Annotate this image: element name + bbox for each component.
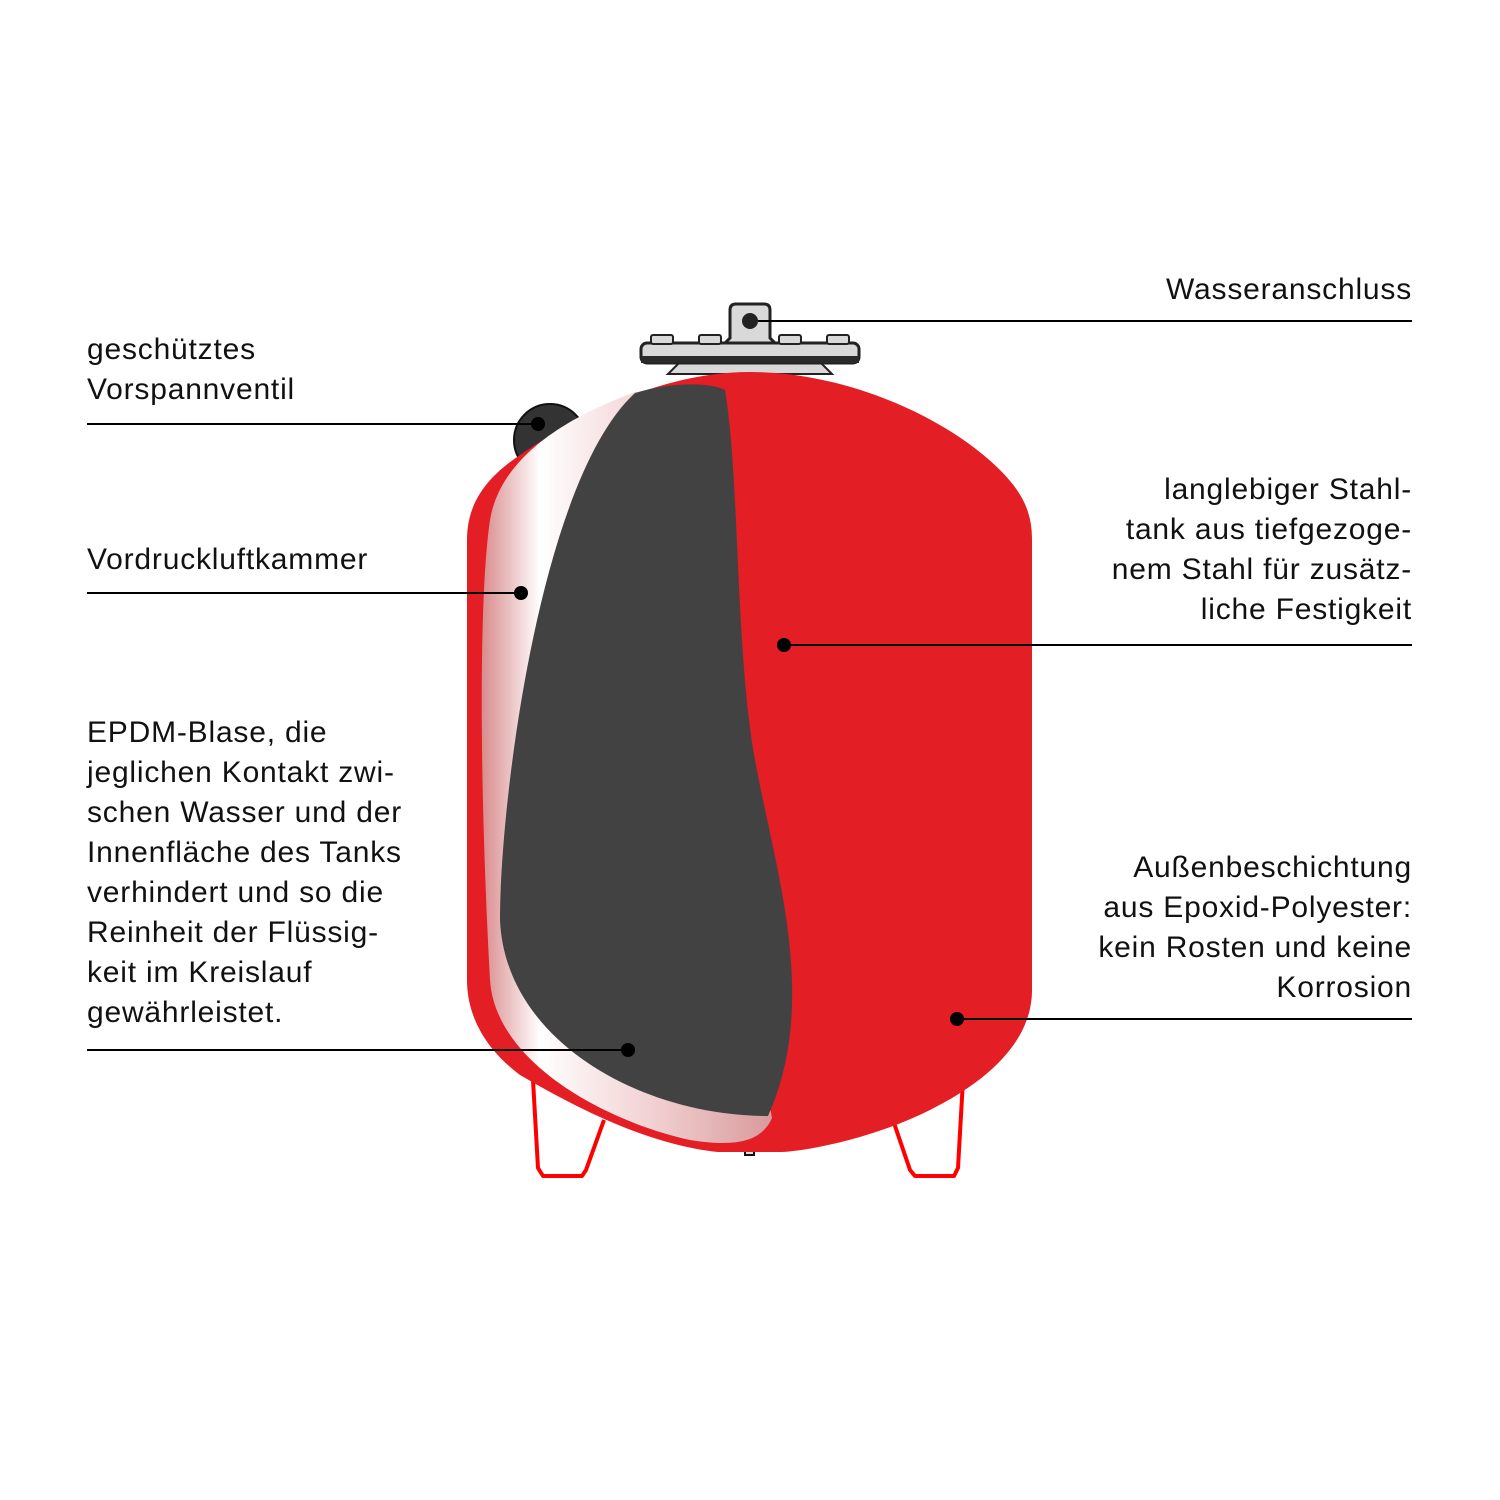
label-line: Außenbeschichtung [1133, 851, 1412, 884]
label-steel-tank: langlebiger Stahl-tank aus tiefgezoge-ne… [1112, 470, 1412, 630]
right-leg [891, 1079, 965, 1178]
label-line: Wasseranschluss [1166, 273, 1412, 306]
label-line: EPDM-Blase, die [87, 716, 328, 749]
label-coating: Außenbeschichtung aus Epoxid-Polyester: ke… [1098, 848, 1412, 1008]
label-line: Reinheit der Flüssig- [87, 916, 379, 949]
label-line: Korrosion [1276, 971, 1412, 1004]
label-line: langlebiger Stahl- [1164, 473, 1412, 506]
label-water-connection: Wasseranschluss [1166, 270, 1412, 310]
left-leg [531, 1079, 606, 1178]
label-line: geschütztes [87, 333, 256, 366]
label-line: liche Festigkeit [1200, 593, 1412, 626]
label-line: gewährleistet. [87, 996, 284, 1029]
label-line: Vordruckluftkammer [87, 543, 369, 576]
label-line: schen Wasser und der [87, 796, 403, 829]
label-line: tank aus tiefgezoge- [1125, 513, 1412, 546]
label-line: keit im Kreislauf [87, 956, 313, 989]
label-line: Innenfläche des Tanks [87, 836, 402, 869]
leader-lines [87, 320, 1412, 1051]
label-line: Vorspannventil [87, 373, 296, 406]
label-line: kein Rosten und keine [1098, 931, 1412, 964]
label-line: aus Epoxid-Polyester: [1103, 891, 1412, 924]
label-line: nem Stahl für zusätz- [1111, 553, 1412, 586]
epdm-bladder [500, 384, 793, 1116]
label-line: jeglichen Kontakt zwi- [87, 756, 395, 789]
label-bladder: EPDM-Blase, die jeglichen Kontakt zwi-sch… [87, 713, 402, 1033]
leader-dots [514, 313, 964, 1057]
label-air-chamber: Vordruckluftkammer [87, 540, 368, 580]
label-line: verhindert und so die [87, 876, 384, 909]
